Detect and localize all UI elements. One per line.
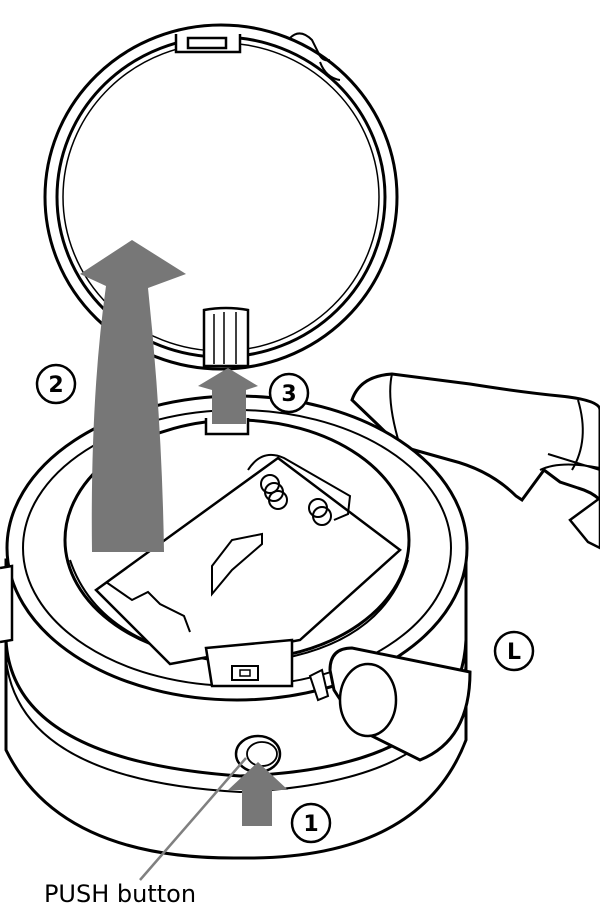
step-2-label: 2 xyxy=(48,373,63,398)
step-1-callout: 1 xyxy=(292,804,330,842)
push-button-label: PUSH button xyxy=(0,880,240,908)
step-1-label: 1 xyxy=(303,812,318,837)
step-2-callout: 2 xyxy=(37,365,75,403)
step-3-callout: 3 xyxy=(270,374,308,412)
side-l-label: L xyxy=(507,640,521,665)
side-l-callout: L xyxy=(495,632,533,670)
lid-top-hook xyxy=(176,34,240,52)
step-3-label: 3 xyxy=(281,382,296,407)
housing-front-latch xyxy=(206,640,292,686)
lid-latch-tab xyxy=(204,308,248,366)
